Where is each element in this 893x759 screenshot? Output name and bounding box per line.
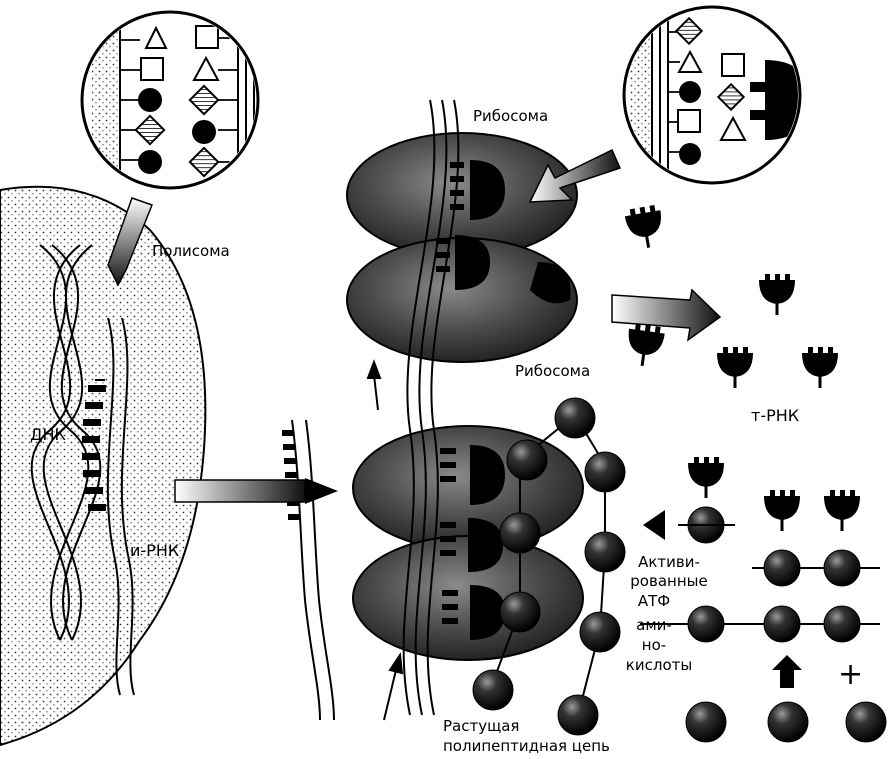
hatched-square-icon — [716, 82, 746, 112]
free-mrna — [282, 419, 335, 721]
triangle-icon — [677, 49, 703, 73]
arrow-icon — [611, 288, 722, 342]
trna-on-ribosomes — [436, 160, 571, 640]
mrna-in-nucleus — [82, 317, 135, 696]
triangle-icon — [192, 55, 220, 81]
ribosome-label-top: Рибосома — [473, 107, 549, 125]
circle-icon — [679, 143, 701, 165]
triangle-icon — [144, 25, 168, 49]
arrow-icon — [528, 148, 622, 203]
activated-label-2: рованные — [630, 572, 708, 590]
dna-helix — [30, 244, 105, 641]
arrow-icon — [107, 197, 153, 287]
amino-label-1: ами- — [636, 616, 672, 634]
square-icon — [140, 57, 164, 81]
polysome-label: Полисома — [152, 242, 230, 260]
amino-label-2: но- — [641, 636, 667, 654]
activated-label-1: Активи- — [638, 553, 700, 571]
plus-sign: + — [838, 657, 864, 692]
dna-label: ДНК — [30, 425, 66, 444]
arrow-icon — [643, 510, 665, 540]
hatched-square-icon — [188, 146, 220, 178]
circle-icon — [138, 150, 162, 174]
triangle-icon — [719, 115, 747, 141]
arrow-icon — [366, 359, 404, 721]
square-icon — [195, 25, 219, 49]
circle-icon — [138, 88, 162, 112]
circle-icon — [192, 120, 216, 144]
activated-amino-acids — [643, 457, 887, 743]
atp-label: АТФ — [637, 592, 671, 610]
mrna-through-ribosomes — [402, 99, 460, 716]
amino-label-3: кислоты — [625, 656, 693, 674]
magnified-ribosome-circle — [622, 5, 802, 185]
arrow-icon — [772, 655, 802, 688]
magnified-dna-circle — [80, 10, 260, 190]
hatched-square-icon — [134, 114, 166, 146]
trna-icon — [623, 204, 838, 388]
mrna-label: и-РНК — [130, 541, 180, 560]
hatched-square-icon — [674, 16, 704, 46]
square-icon — [677, 109, 701, 133]
chain-label-1: Растущая — [443, 717, 520, 735]
circle-icon — [679, 81, 701, 103]
chain-label-2: полипептидная цепь — [443, 737, 610, 755]
square-icon — [721, 53, 745, 77]
amino-acid-ball-icon — [472, 397, 626, 736]
trna-label: т-РНК — [751, 406, 800, 425]
hatched-square-icon — [188, 84, 220, 116]
ribosome-label-mid: Рибосома — [515, 362, 591, 380]
arrow-icon — [174, 478, 338, 504]
